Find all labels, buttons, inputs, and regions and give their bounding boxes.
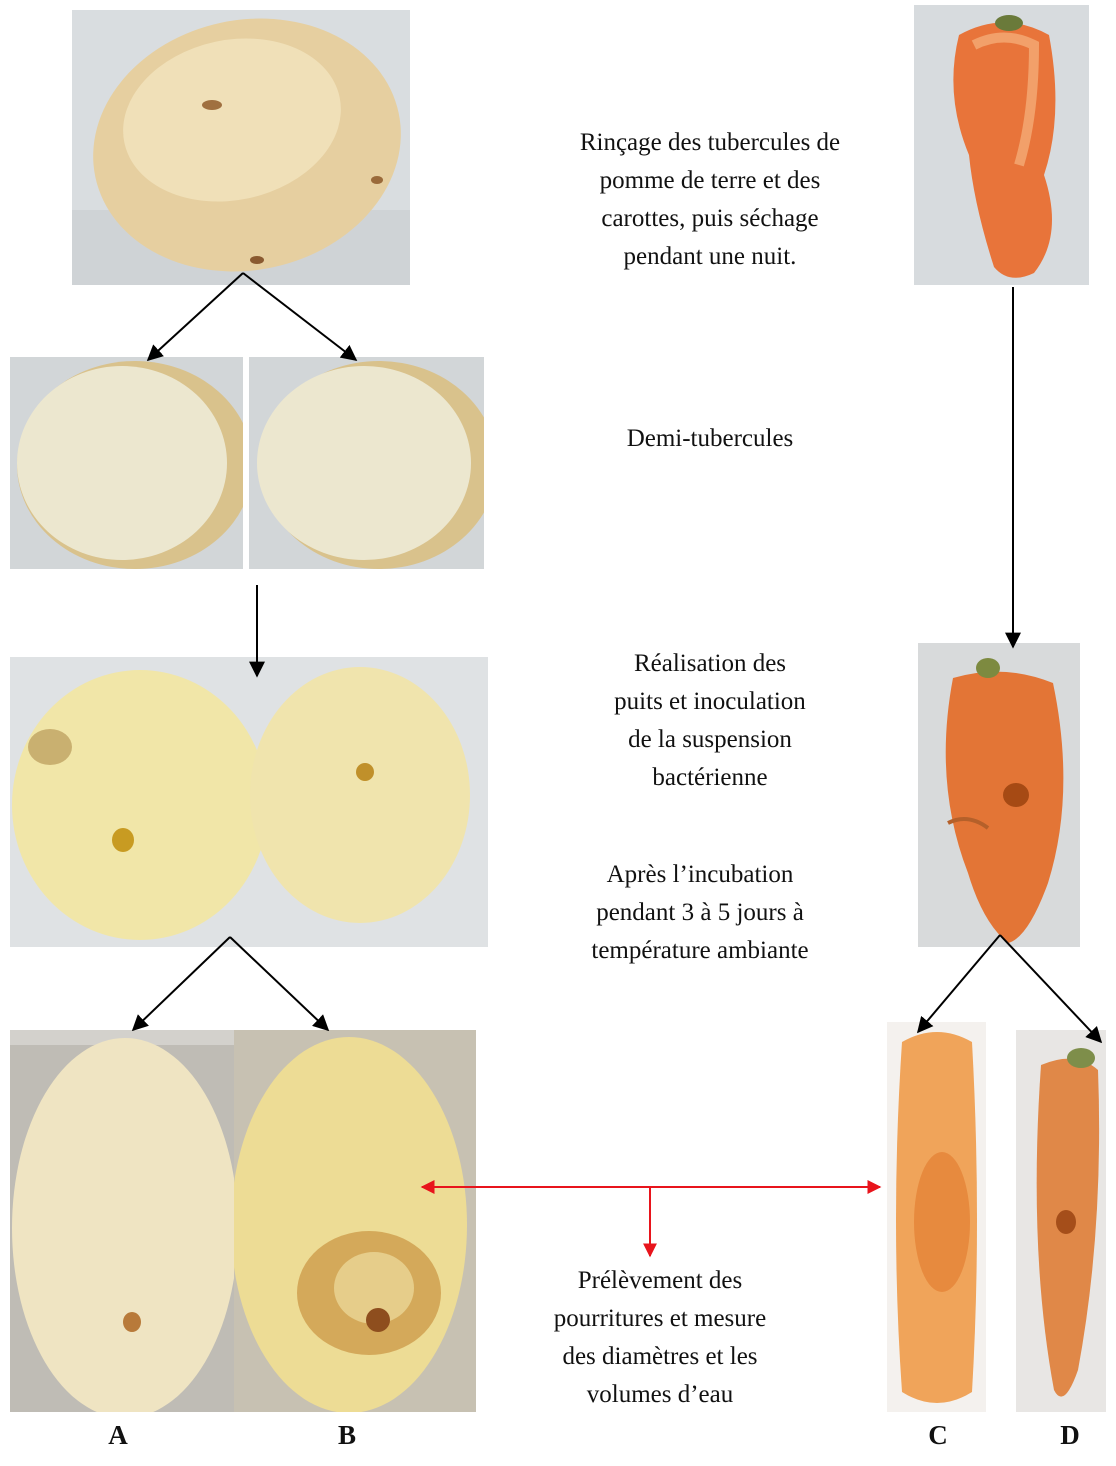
caption-wells: Réalisation des puits et inoculation de … [560,645,860,797]
arrow-carrot-to-c [918,935,1000,1032]
arrow-carrot-to-d [1000,935,1101,1042]
caption-incubation: Après l’incubation pendant 3 à 5 jours à… [545,856,855,970]
label-b: B [317,1420,377,1451]
label-c: C [908,1420,968,1451]
caption-rinse: Rinçage des tubercules de pomme de terre… [515,124,905,276]
caption-sampling: Prélèvement des pourritures et mesure de… [510,1262,810,1414]
whole-potato-photo [72,10,410,285]
caption-halves: Demi-tubercules [515,420,905,458]
result-a-photo [10,1030,234,1412]
label-d: D [1040,1420,1100,1451]
arrow-potato-to-b [230,937,328,1030]
result-d-photo [1016,1030,1106,1412]
label-a: A [88,1420,148,1451]
result-b-photo [234,1030,476,1412]
whole-carrot-photo [914,5,1089,285]
half-tuber-left-photo [10,357,243,569]
arrow-potato-to-a [133,937,230,1030]
arrow-potato-to-left-half [148,273,243,360]
inoculated-carrot-photo [918,643,1080,947]
result-c-photo [887,1022,986,1412]
half-tuber-right-photo [249,357,484,569]
arrow-potato-to-right-half [243,273,356,360]
inoculated-potato-halves-photo [10,657,488,947]
